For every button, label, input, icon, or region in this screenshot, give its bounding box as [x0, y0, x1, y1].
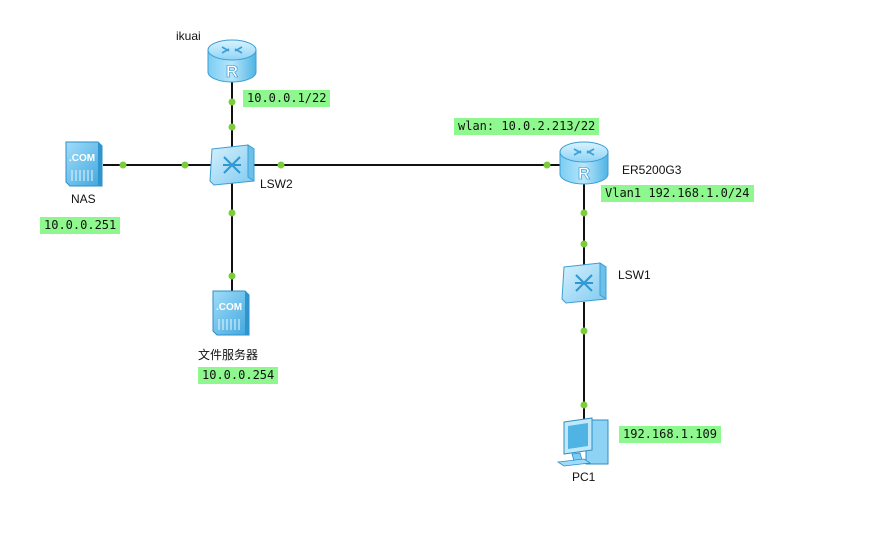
svg-text:R: R — [226, 62, 238, 81]
port-dot — [543, 161, 551, 169]
device-label-lsw1: LSW1 — [618, 268, 651, 282]
address-tag-ikuai: 10.0.0.1/22 — [243, 90, 331, 107]
port-dot — [228, 272, 236, 280]
router-icon: R — [559, 141, 609, 185]
svg-text:.COM: .COM — [69, 153, 95, 164]
address-tag-er5200-wan: wlan: 10.0.2.213/22 — [454, 118, 600, 135]
router-er5200g3[interactable]: R — [559, 141, 609, 185]
pc-pc1[interactable] — [556, 417, 609, 467]
svg-text:.COM: .COM — [216, 302, 242, 313]
device-label-fileserver: 文件服务器 — [198, 348, 259, 362]
address-tag-er5200-vlan: Vlan1 192.168.1.0/24 — [601, 185, 754, 202]
port-dot — [228, 123, 236, 131]
address-tag-nas: 10.0.0.251 — [40, 217, 121, 234]
device-label-pc1: PC1 — [572, 470, 596, 484]
port-dot — [119, 161, 127, 169]
switch-icon — [209, 144, 255, 186]
address-tag-pc1: 192.168.1.109 — [619, 426, 721, 443]
port-dot — [580, 209, 588, 217]
switch-lsw1[interactable] — [561, 262, 607, 304]
router-icon: R — [207, 39, 257, 83]
port-markers — [119, 98, 588, 409]
device-label-nas: NAS — [71, 192, 96, 206]
server-nas[interactable]: .COM — [65, 141, 103, 187]
server-fileserver[interactable]: .COM — [212, 290, 250, 336]
server-icon: .COM — [65, 141, 103, 187]
switch-icon — [561, 262, 607, 304]
router-ikuai[interactable]: R — [207, 39, 257, 83]
port-dot — [228, 98, 236, 106]
port-dot — [580, 327, 588, 335]
port-dot — [277, 161, 285, 169]
address-tag-fileserver: 10.0.0.254 — [198, 367, 279, 384]
device-label-ikuai: ikuai — [176, 29, 201, 43]
switch-lsw2[interactable] — [209, 144, 255, 186]
device-label-lsw2: LSW2 — [260, 177, 293, 191]
port-dot — [580, 240, 588, 248]
svg-text:R: R — [578, 164, 590, 183]
port-dot — [228, 209, 236, 217]
port-dot — [580, 401, 588, 409]
device-label-er5200g3: ER5200G3 — [622, 163, 682, 177]
port-dot — [181, 161, 189, 169]
pc-icon — [556, 417, 609, 467]
server-icon: .COM — [212, 290, 250, 336]
